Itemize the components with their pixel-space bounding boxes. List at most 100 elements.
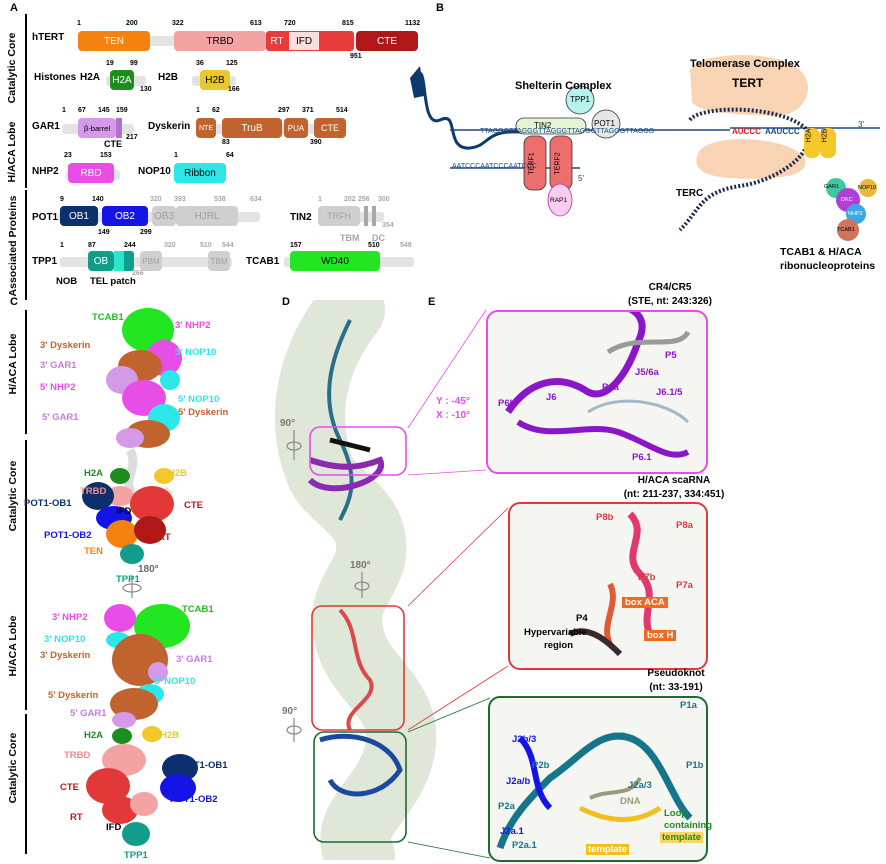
dkc-b-label: DKC (841, 197, 853, 203)
tcab1-n157: 157 (290, 242, 302, 249)
h2b-n125: 125 (226, 60, 238, 67)
dyskerin-name: Dyskerin (148, 121, 191, 132)
c-bot-dysk-3-label: 3' Dyskerin (40, 650, 91, 661)
c-top-tcab1-label: TCAB1 (92, 312, 124, 323)
gar1-beta-barrel-domain: β-barrel (78, 118, 116, 138)
d-pseudoknot-box (313, 731, 407, 843)
terc-aucc-seq: AUCCC (732, 127, 761, 136)
haca-p4-label: P4 (576, 613, 588, 624)
c-bot-trbd-label: TRBD (64, 750, 91, 761)
haca-p8-helix (627, 511, 654, 636)
c-top-h2a-label: H2A (84, 468, 104, 479)
pk-template-loop-label: template (660, 832, 704, 843)
gar1-n145: 145 (98, 107, 110, 114)
pot1-n320: 320 (150, 196, 162, 203)
htert-n951: 951 (350, 53, 362, 60)
htert-n720: 720 (284, 20, 296, 27)
dyskerin-n62: 62 (212, 107, 220, 114)
haca-boxh-label: box H (644, 630, 677, 641)
gar1-n159: 159 (116, 107, 128, 114)
tin2-n202: 202 (344, 196, 356, 203)
c-top-gar1-3-label: 3' GAR1 (40, 360, 77, 371)
gar1-n217: 217 (126, 134, 138, 141)
panel-c-letter: C (10, 296, 18, 308)
nop10-n1: 1 (174, 152, 178, 159)
pot1-ob2-domain: OB2 (102, 206, 148, 226)
c-top-tpp1-label: TPP1 (116, 574, 140, 585)
pk-loop-label: Loop (664, 808, 688, 819)
nhp2-rbd-domain: RBD (68, 163, 114, 183)
pot1-name: POT1 (32, 212, 59, 223)
d-rot3-arrow (286, 725, 302, 735)
pk-j2a3-label: J2a/3 (628, 780, 652, 791)
tpp1-n544: 544 (222, 242, 234, 249)
pot1-n149: 149 (98, 229, 110, 236)
c-top-nop10-3-blob (160, 370, 180, 390)
c-top-h2a-blob (110, 468, 130, 484)
h2b-name: H2B (158, 72, 179, 83)
tpp1-n266: 266 (132, 270, 144, 277)
haca-lobe-bracket (25, 108, 27, 188)
five-prime-label: 5' (578, 174, 584, 183)
c-top-nop10-5-label: 5' NOP10 (178, 394, 220, 405)
c-top-nhp2-5-label: 5' NHP2 (40, 382, 76, 393)
c-top-gar1-5-label: 5' GAR1 (42, 412, 79, 423)
cr-lower-helix (516, 419, 690, 458)
tin2-n1: 1 (318, 196, 322, 203)
nop10-ribbon-domain: Ribbon (174, 163, 226, 183)
h2a-domain: H2A (110, 70, 134, 90)
c-bot-gar1-5-label: 5' GAR1 (70, 708, 107, 719)
htert-n200: 200 (126, 20, 138, 27)
d-rna-top (327, 319, 354, 521)
c-top-gar1-5-blob (116, 428, 144, 448)
tcab1-name: TCAB1 (246, 256, 280, 267)
tpp1-tel-patch-domain (114, 251, 124, 271)
gar1-b-label: GAR1 (824, 184, 839, 190)
c-top-rt-label: RT (158, 532, 171, 543)
c-bot-cte-label: CTE (60, 782, 79, 793)
catalytic-core-bracket (25, 14, 27, 110)
cr-light-strand (587, 399, 690, 424)
c-top-catalytic-bracket (25, 440, 27, 590)
htert-n815: 815 (342, 20, 354, 27)
tin2-n354: 354 (382, 222, 394, 229)
dyskerin-n83: 83 (222, 139, 230, 146)
htert-cte-domain: CTE (356, 31, 418, 51)
tpp1-n510: 510 (200, 242, 212, 249)
panel-a-letter: A (10, 2, 18, 14)
pk-j2-strand (517, 735, 553, 811)
haca-p4-helix (568, 628, 623, 657)
haca-p7b-label: P7b (638, 572, 656, 583)
dyskerin-n1: 1 (196, 107, 200, 114)
connector-cr-bottom (407, 469, 487, 476)
pk-j2b3-label: J2b/3 (512, 734, 537, 745)
seq-top-strand: TTAGGGTTAGGGTTAGGGTTAGGGTTAGGGTTAGGG (480, 128, 655, 135)
dyskerin-n514: 514 (336, 107, 348, 114)
terf1-shape (523, 135, 547, 191)
pk-p2b-label: P2b (532, 760, 550, 771)
htert-n613: 613 (250, 20, 262, 27)
pk-p3-label: P3 (614, 731, 626, 742)
tpp1-name: TPP1 (32, 256, 58, 267)
connector-pk-top (407, 697, 491, 733)
d-rot1-arrow (286, 441, 302, 451)
haca-hypervariable-label: Hypervariable (524, 627, 587, 638)
tin2-name: TIN2 (290, 212, 312, 223)
c-bot-tcab1-label: TCAB1 (182, 604, 214, 615)
c-top-h2b-blob (154, 468, 174, 484)
nhp2-name: NHP2 (32, 166, 59, 177)
tpp1-tbm-domain: TBM (208, 251, 230, 271)
pk-containing-label: containing (664, 820, 713, 831)
haca-p8a-label: P8a (676, 520, 693, 531)
d-black-segment (329, 437, 371, 453)
haca-title-line2: (nt: 211-237, 334:451) (623, 489, 725, 500)
htert-rt-domain-2 (320, 31, 354, 51)
cr-j615-label: J6.1/5 (656, 387, 683, 398)
terc-aaucc-seq: AAUCCC (765, 127, 800, 136)
tpp1-n87: 87 (88, 242, 96, 249)
tpp1-ob-domain: OB (88, 251, 114, 271)
nhp2-shape (846, 204, 866, 224)
tpp1-tel-patch-label: TEL patch (90, 276, 136, 287)
c-top-pot1ob2-label: POT1-OB2 (44, 530, 92, 541)
pk-j2ab-label: J2a/b (506, 776, 531, 787)
